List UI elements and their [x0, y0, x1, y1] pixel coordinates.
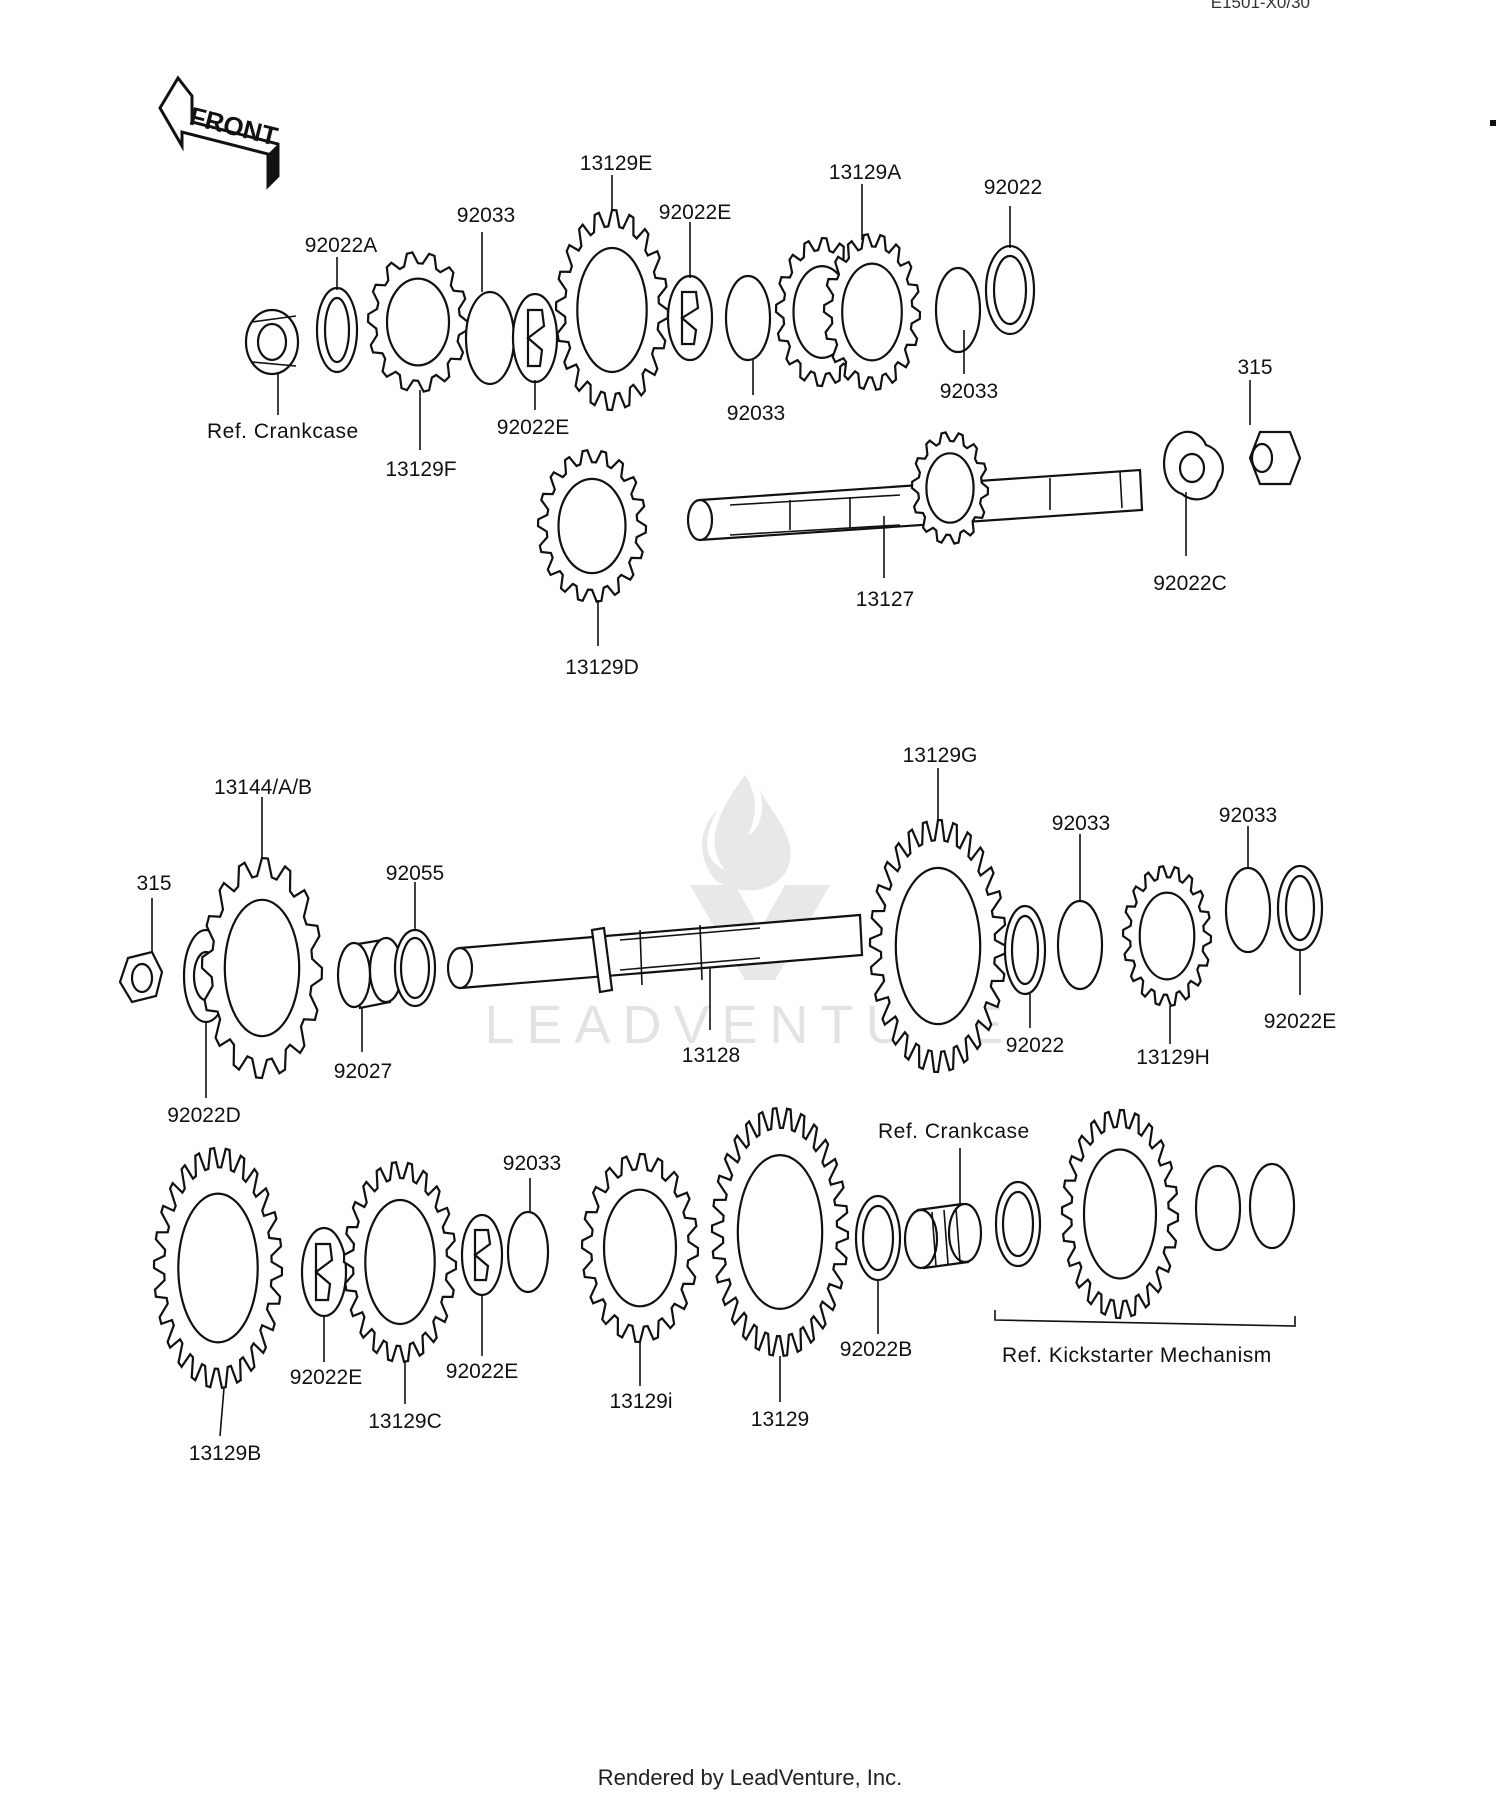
- diagram-code: E1501-X0/30: [1211, 0, 1310, 12]
- label-13129A: 13129A: [829, 161, 901, 184]
- label-13129E: 13129E: [580, 152, 652, 175]
- label-92022E-d: 92022E: [290, 1366, 362, 1389]
- label-92022-b: 92022: [1006, 1034, 1064, 1057]
- label-13129C: 13129C: [368, 1410, 442, 1433]
- washer-92022E-a: [511, 292, 559, 384]
- label-92022-a: 92022: [984, 176, 1042, 199]
- washer-92022E-e-key: [473, 1228, 492, 1282]
- label-ref-crankcase-b: Ref. Crankcase: [878, 1120, 1030, 1143]
- leader-lines: [151, 175, 1301, 1437]
- edge-mark: [1490, 120, 1496, 126]
- washer-kick-b: [1194, 1164, 1242, 1252]
- label-13129F: 13129F: [385, 458, 456, 481]
- circlip-92033-d: [1056, 899, 1104, 991]
- gear-13129A-b: [822, 233, 922, 391]
- oring-92055-inner: [399, 936, 431, 1000]
- label-92033-c: 92033: [940, 380, 998, 403]
- nut-315-b-hole: [130, 962, 154, 994]
- label-13127: 13127: [856, 588, 914, 611]
- label-92027: 92027: [334, 1060, 392, 1083]
- gear-13129H: [1121, 865, 1213, 1007]
- nut-315-a-hole: [1250, 442, 1274, 474]
- label-13128: 13128: [682, 1044, 740, 1067]
- label-92022A: 92022A: [305, 234, 377, 257]
- label-13129B: 13129B: [189, 1442, 261, 1465]
- label-13129D: 13129D: [565, 656, 639, 679]
- label-315-b: 315: [136, 872, 171, 895]
- label-13144AB: 13144/A/B: [214, 776, 312, 799]
- label-92033-e: 92033: [1219, 804, 1277, 827]
- gear-13129E: [554, 208, 670, 412]
- circlip-92033-a-ring: [464, 290, 516, 386]
- gear-13129: [710, 1106, 850, 1358]
- front-arrow-icon: FRONT: [158, 75, 281, 190]
- label-ref-crankcase-a: Ref. Crankcase: [207, 420, 359, 443]
- washer-92022-b-inner: [1010, 914, 1040, 986]
- needle-bearing-upper: [244, 308, 300, 376]
- footer-credit: Rendered by LeadVenture, Inc.: [597, 1765, 903, 1790]
- washer-92022E-d: [300, 1226, 348, 1318]
- sprocket-13144: [200, 856, 324, 1080]
- label-92022E-b: 92022E: [497, 416, 569, 439]
- label-13129i: 13129i: [609, 1390, 672, 1413]
- washer-92022E-c-inner: [1284, 874, 1316, 942]
- circlip-92033-c: [934, 266, 982, 354]
- lock-washer-92022C-hole: [1178, 452, 1206, 484]
- circlip-kick: [1248, 1162, 1296, 1250]
- washer-92022A-inner: [323, 296, 351, 364]
- label-92022E-c: 92022E: [1264, 1010, 1336, 1033]
- label-92022E-a: 92022E: [659, 201, 731, 224]
- circlip-92033-f: [506, 1210, 550, 1294]
- circlip-92033-b: [724, 274, 772, 362]
- washer-92022E-b: [666, 274, 714, 362]
- label-13129: 13129: [751, 1408, 809, 1431]
- label-92033-a: 92033: [457, 204, 515, 227]
- label-92022D: 92022D: [167, 1104, 241, 1127]
- kickstarter-bracket: [994, 1310, 1296, 1327]
- label-92022C: 92022C: [1153, 572, 1227, 595]
- part-labels: 92022A 92033 13129E 92022E 13129A 92022 …: [136, 152, 1336, 1465]
- label-13129H: 13129H: [1136, 1046, 1210, 1069]
- washer-92022E-e: [460, 1213, 504, 1297]
- gear-13129G: [868, 818, 1008, 1074]
- gear-13129C: [342, 1161, 458, 1363]
- label-92033-f: 92033: [503, 1152, 561, 1175]
- label-92033-b: 92033: [727, 402, 785, 425]
- washer-92022E-a-key: [526, 308, 546, 368]
- label-92033-d: 92033: [1052, 812, 1110, 835]
- gear-13127-integral: [910, 431, 990, 545]
- washer-92022E-d-key: [314, 1242, 334, 1302]
- label-92022B: 92022B: [840, 1338, 912, 1361]
- label-92055: 92055: [386, 862, 444, 885]
- washer-92022E-b-key: [680, 290, 700, 346]
- gear-kickstarter: [1060, 1108, 1180, 1320]
- circlip-92033-e: [1224, 866, 1272, 954]
- washer-92022-a-inner: [992, 254, 1028, 326]
- needle-bearing-lower: [903, 1202, 983, 1270]
- washer-92022B-inner: [861, 1204, 895, 1272]
- gear-13129D: [536, 449, 648, 603]
- shaft-13128: [446, 913, 864, 994]
- label-13129G: 13129G: [903, 744, 978, 767]
- gear-13129B: [152, 1146, 284, 1390]
- label-315-a: 315: [1237, 356, 1272, 379]
- label-ref-kickstarter: Ref. Kickstarter Mechanism: [1002, 1344, 1272, 1367]
- gear-13129i: [580, 1152, 700, 1344]
- washer-kick-a-inner: [1001, 1190, 1035, 1258]
- gear-13129F: [366, 251, 470, 393]
- collar-92027: [336, 936, 404, 1010]
- label-92022E-e: 92022E: [446, 1360, 518, 1383]
